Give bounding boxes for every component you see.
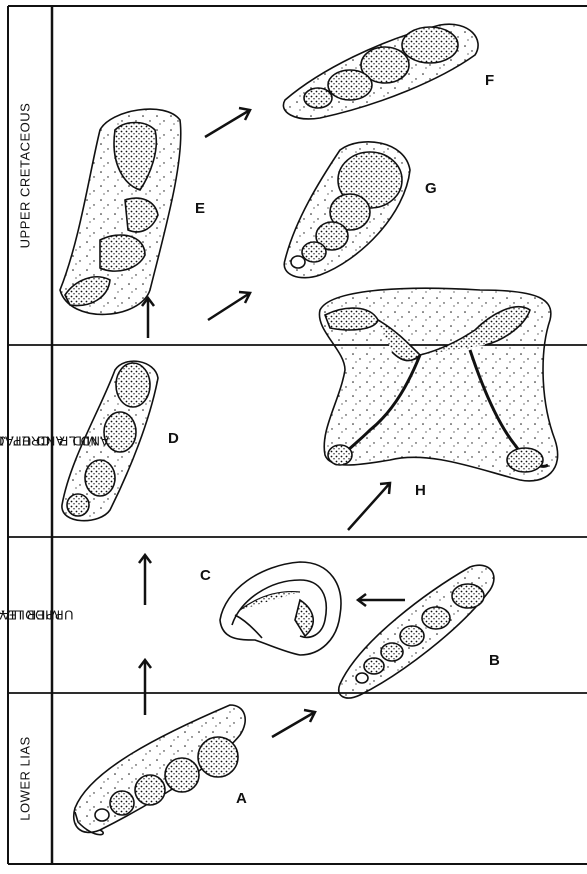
label-c: C	[200, 567, 211, 584]
label-d: D	[168, 430, 179, 447]
stage-label-text: LOWER LIAS	[18, 736, 33, 820]
arrow-middle-lias-up	[139, 555, 151, 605]
label-f: F	[485, 72, 494, 89]
specimen-b	[339, 565, 494, 698]
label-a: A	[236, 790, 247, 807]
label-e: E	[195, 200, 205, 217]
specimen-c	[220, 562, 341, 655]
stage-label-text: MIDDLE ANDUPPER LIAS	[10, 573, 40, 657]
arrow-to-h	[348, 483, 390, 530]
stage-label-middle-upper-lias: MIDDLE ANDUPPER LIAS	[0, 537, 50, 693]
arrow-b-to-c	[358, 594, 405, 606]
arrow-a-to-b	[272, 710, 315, 737]
stage-label-lower-lias: LOWER LIAS	[0, 693, 50, 864]
label-h: H	[415, 482, 426, 499]
stage-label-upper-cretaceous: UPPER CRETACEOUS	[0, 6, 50, 345]
specimen-a	[74, 705, 245, 835]
arrow-lower-lias-up	[139, 660, 151, 715]
specimen-h	[319, 288, 557, 481]
specimen-e	[60, 109, 181, 314]
stage-label-line: AND LR. CRETACEOUS	[0, 434, 112, 449]
stage-label-line: UPPER LIAS	[0, 608, 75, 623]
stage-label-mid-jurassic: MID. AND UP. JURASSICAND LR. CRETACEOUS	[0, 345, 50, 537]
stage-label-text: MID. AND UP. JURASSICAND LR. CRETACEOUS	[10, 361, 40, 521]
arrow-e-to-f	[205, 108, 250, 137]
label-g: G	[425, 180, 437, 197]
stage-label-text: UPPER CRETACEOUS	[18, 103, 33, 249]
specimen-f	[283, 24, 478, 119]
label-b: B	[489, 652, 500, 669]
arrow-d-to-e	[142, 298, 154, 338]
specimen-g	[284, 142, 410, 278]
arrow-to-g	[208, 292, 250, 320]
